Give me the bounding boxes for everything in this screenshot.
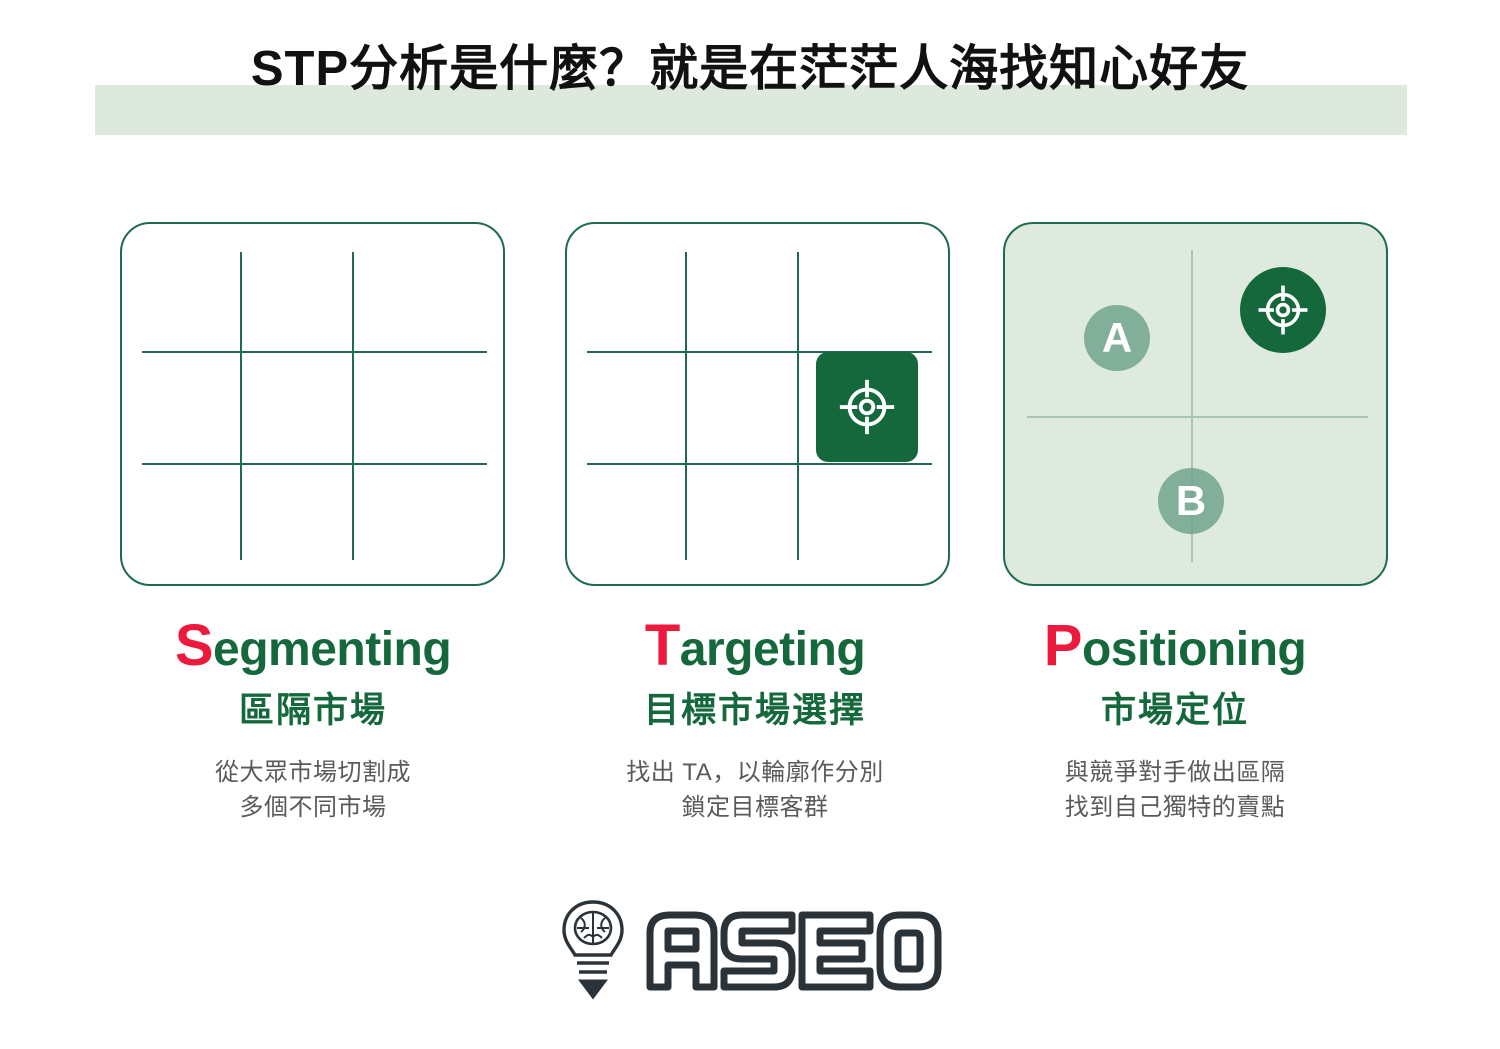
zh-title-segmenting: 區隔市場 xyxy=(238,691,387,730)
en-title-targeting: Targeting xyxy=(545,615,965,681)
caption-segmenting: Segmenting 區隔市場 從大眾市場切割成 多個不同市場 xyxy=(103,615,523,825)
initial-letter-s: S xyxy=(174,613,214,678)
desc-targeting: 找出 TA，以輪廓作分別 鎖定目標客群 xyxy=(545,755,965,825)
desc-positioning: 與競爭對手做出區隔 找到自己獨特的賣點 xyxy=(965,755,1385,825)
competitor-bubble-a: A xyxy=(1084,305,1150,371)
desc-line-2: 找到自己獨特的賣點 xyxy=(1064,794,1286,821)
grid-line-vertical-1 xyxy=(685,252,687,560)
crosshair-target-icon xyxy=(1258,285,1308,335)
desc-line-2: 鎖定目標客群 xyxy=(681,794,829,821)
crosshair-target-icon xyxy=(839,379,895,435)
title-text: STP分析是什麼？就是在茫茫人海找知心好友 xyxy=(250,42,1250,96)
desc-line-2: 多個不同市場 xyxy=(239,794,387,821)
competitor-bubble-b: B xyxy=(1158,468,1224,534)
grid-line-vertical-2 xyxy=(797,252,799,560)
initial-letter-t: T xyxy=(644,613,680,678)
grid-line-horizontal-1 xyxy=(587,351,932,353)
lightbulb-brain-icon xyxy=(562,900,624,1000)
diagram-cards-row: A B xyxy=(0,222,1500,586)
en-title-segmenting: Segmenting xyxy=(103,615,523,681)
caption-targeting: Targeting 目標市場選擇 找出 TA，以輪廓作分別 鎖定目標客群 xyxy=(545,615,965,825)
grid-line-horizontal-2 xyxy=(587,463,932,465)
selected-segment-tile xyxy=(816,352,918,462)
grid-line-vertical-2 xyxy=(352,252,354,560)
title-highlight-band xyxy=(95,85,1407,135)
desc-line-1: 找出 TA，以輪廓作分別 xyxy=(626,759,884,786)
competitor-bubble-a-label: A xyxy=(1101,314,1133,361)
en-title-rest: ositioning xyxy=(1081,623,1307,676)
caption-positioning: Positioning 市場定位 與競爭對手做出區隔 找到自己獨特的賣點 xyxy=(965,615,1385,825)
en-title-rest: egmenting xyxy=(213,623,452,676)
en-title-rest: argeting xyxy=(679,623,866,676)
competitor-bubble-b-label: B xyxy=(1175,477,1207,524)
brand-logo xyxy=(0,895,1500,1005)
card-targeting xyxy=(565,222,950,586)
card-positioning: A B xyxy=(1003,222,1388,586)
zh-title-positioning: 市場定位 xyxy=(1100,691,1249,730)
own-position-marker xyxy=(1240,267,1326,353)
desc-line-1: 從大眾市場切割成 xyxy=(215,759,411,786)
en-title-positioning: Positioning xyxy=(965,615,1385,681)
grid-line-vertical-1 xyxy=(240,252,242,560)
zh-title-targeting: 目標市場選擇 xyxy=(643,691,866,730)
initial-letter-p: P xyxy=(1043,613,1083,678)
quadrant-axis-horizontal xyxy=(1027,416,1368,418)
aseo-wordmark xyxy=(646,911,942,991)
quadrant-axis-vertical xyxy=(1191,250,1193,562)
grid-line-horizontal-1 xyxy=(142,351,487,353)
desc-line-1: 與競爭對手做出區隔 xyxy=(1064,759,1286,786)
card-segmenting xyxy=(120,222,505,586)
desc-segmenting: 從大眾市場切割成 多個不同市場 xyxy=(103,755,523,825)
page-title: STP分析是什麼？就是在茫茫人海找知心好友 xyxy=(0,34,1500,135)
grid-line-horizontal-2 xyxy=(142,463,487,465)
